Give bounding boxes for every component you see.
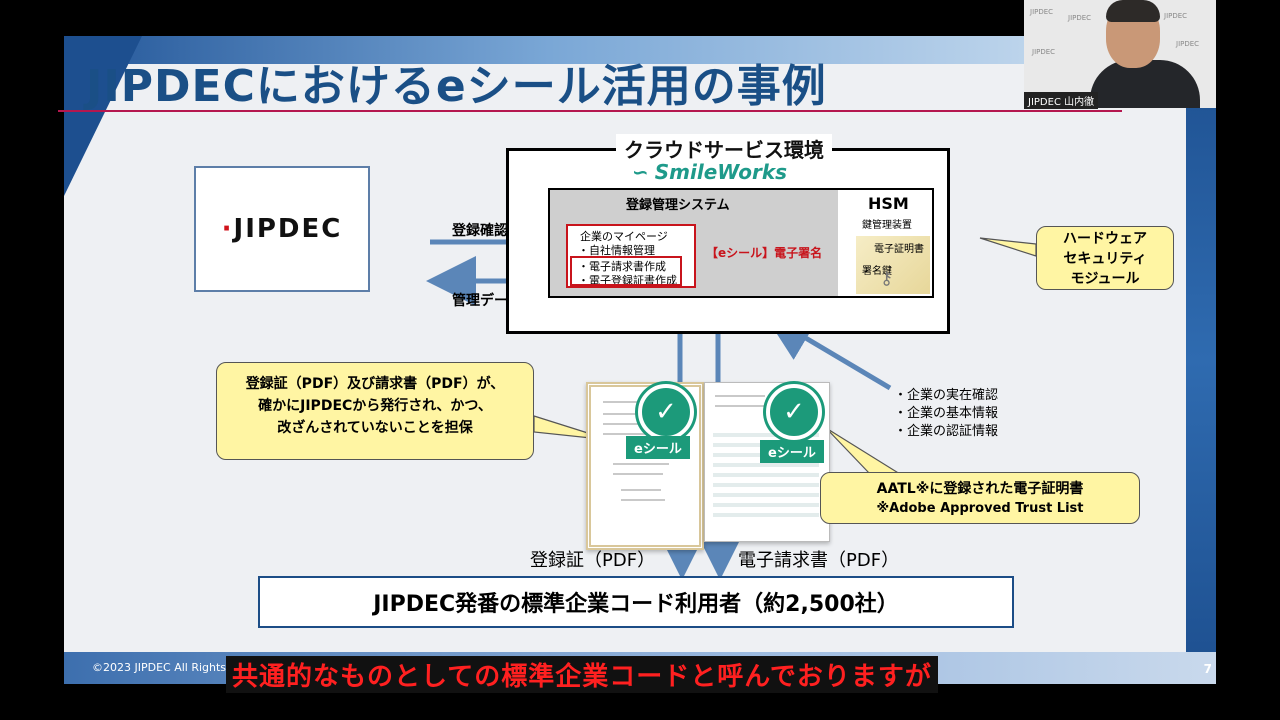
title-divider xyxy=(58,110,1122,112)
standard-code-users-label: JIPDEC発番の標準企業コード利用者（約2,500社） xyxy=(373,592,899,617)
eseal-signature-label: 【eシール】電子署名 xyxy=(706,246,823,260)
signing-key-label: 署名鍵 xyxy=(862,266,892,277)
wall-pattern: JIPDEC xyxy=(1176,40,1200,48)
mypage-title: 企業のマイページ xyxy=(580,230,668,243)
standard-code-users-box: JIPDEC発番の標準企業コード利用者（約2,500社） xyxy=(258,576,1014,628)
key-icon: ⚷ xyxy=(880,268,894,289)
hsm-callout-line: モジュール xyxy=(1070,271,1140,287)
speaker-hair xyxy=(1106,0,1160,22)
certificate-label: 電子証明書 xyxy=(874,244,924,255)
arrow-data-label: 管理データ xyxy=(452,293,522,309)
eseal-label: eシール xyxy=(760,440,824,463)
certificate-image xyxy=(856,236,930,294)
jipdec-logo-mark: · xyxy=(221,214,234,244)
smileworks-text: SmileWorks xyxy=(654,160,788,184)
eseal-check-icon: ✓ xyxy=(638,384,694,440)
video-subtitle: 共通的なものとしての標準企業コードと呼んでおりますが xyxy=(226,656,938,693)
mypage-highlight xyxy=(570,256,682,286)
mypage-item: ・電子請求書作成 xyxy=(578,260,666,273)
company-info-bullet: ・企業の基本情報 xyxy=(894,406,999,421)
invoice-caption: 電子請求書（PDF） xyxy=(738,550,900,571)
smileworks-swoosh-icon: ∽ xyxy=(632,160,649,184)
aatl-callout-title: AATL※に登録された電子証明書 xyxy=(876,481,1084,497)
speaker-body xyxy=(1090,60,1200,108)
jipdec-logo: ·JIPDEC xyxy=(222,214,343,244)
jipdec-box: ·JIPDEC xyxy=(194,166,370,292)
registration-system-title: 登録管理システム xyxy=(626,198,730,213)
wall-pattern: JIPDEC xyxy=(1164,12,1188,20)
copyright-text: ©2023 JIPDEC All Rights xyxy=(92,661,227,674)
smileworks-logo: ∽SmileWorks xyxy=(632,160,787,184)
guarantee-callout: 登録証（PDF）及び請求書（PDF）が、 確かにJIPDECから発行され、かつ、… xyxy=(216,362,534,460)
slide-right-band xyxy=(1186,36,1216,684)
company-info-bullet: ・企業の実在確認 xyxy=(894,388,999,403)
cloud-title: クラウドサービス環境 xyxy=(616,134,832,163)
jipdec-logo-text: JIPDEC xyxy=(233,214,343,244)
hsm-label: HSM xyxy=(868,194,909,213)
guarantee-callout-line: 改ざんされていないことを担保 xyxy=(277,420,473,436)
hsm-device-label: 鍵管理装置 xyxy=(862,220,912,231)
guarantee-callout-line: 確かにJIPDECから発行され、かつ、 xyxy=(258,398,492,414)
webcam-name-label: JIPDEC 山内徹 xyxy=(1024,92,1099,109)
eseal-label: eシール xyxy=(626,436,690,459)
wall-pattern: JIPDEC xyxy=(1030,8,1054,16)
aatl-callout: AATL※に登録された電子証明書 ※Adobe Approved Trust L… xyxy=(820,472,1140,524)
page-number: 7 xyxy=(1203,662,1212,676)
slide-title: JIPDECにおけるeシール活用の事例 xyxy=(86,61,827,112)
aatl-callout-note: ※Adobe Approved Trust List xyxy=(876,501,1084,516)
eseal-check-icon: ✓ xyxy=(766,384,822,440)
wall-pattern: JIPDEC xyxy=(1032,48,1056,56)
company-info-bullet: ・企業の認証情報 xyxy=(894,424,999,439)
hsm-callout: ハードウェア セキュリティ モジュール xyxy=(1036,226,1174,290)
mypage-item: ・自社情報管理 xyxy=(578,244,655,257)
slide-left-band xyxy=(64,36,142,196)
hsm-callout-line: セキュリティ xyxy=(1063,251,1147,267)
guarantee-callout-line: 登録証（PDF）及び請求書（PDF）が、 xyxy=(245,376,505,392)
hsm-callout-line: ハードウェア xyxy=(1063,231,1147,247)
mypage-item: ・電子登録証書作成 xyxy=(578,274,677,287)
wall-pattern: JIPDEC xyxy=(1068,14,1092,22)
registration-caption: 登録証（PDF） xyxy=(530,550,656,571)
